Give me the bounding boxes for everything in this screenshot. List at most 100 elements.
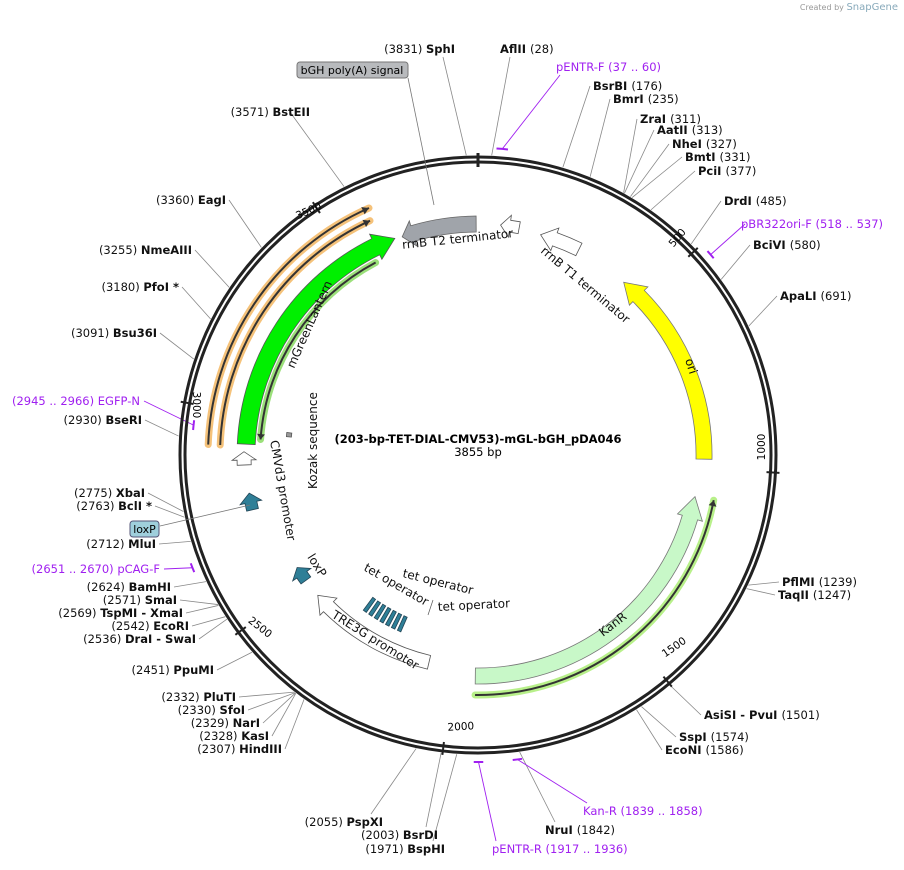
snapgene-credit: Created by SnapGene — [799, 2, 898, 13]
primer-mark — [706, 250, 715, 259]
enzyme-position: (2624) — [87, 580, 129, 594]
enzyme-position: (2003) — [361, 828, 403, 842]
enzyme-name: AflII — [500, 42, 530, 56]
primer-leader-line — [501, 74, 561, 150]
tet-operator-leader — [427, 599, 434, 616]
enzyme-position: (331) — [720, 150, 751, 164]
feature-kozak — [285, 432, 293, 438]
enzyme-leader-line — [442, 56, 467, 156]
enzyme-site-label: AatII (313) — [657, 123, 723, 137]
enzyme-position: (311) — [670, 112, 701, 126]
primer-label: (2651 .. 2670) pCAG-F — [32, 562, 160, 576]
enzyme-name: NheI — [672, 137, 706, 151]
orf-outer-2 — [219, 219, 371, 446]
enzyme-site-label: (2329) NarI — [191, 716, 260, 730]
tick-mark — [312, 201, 321, 214]
enzyme-leader-line — [271, 693, 297, 737]
plasmid-name: (203-bp-TET-DIAL-CMV53)-mGL-bGH_pDA046 — [334, 432, 621, 447]
enzyme-name: BseRI — [105, 413, 142, 427]
enzyme-leader-line — [748, 581, 780, 586]
orf-outer-1-arrowhead — [361, 207, 369, 215]
enzyme-leader-line — [181, 286, 211, 320]
enzyme-site-label: (2330) SfoI — [178, 703, 245, 717]
tet-operator-box — [379, 606, 392, 624]
enzyme-name: PpuMI — [173, 663, 214, 677]
enzyme-leader-line — [144, 419, 179, 437]
enzyme-site-label: AsiSI - PvuI (1501) — [704, 708, 820, 722]
feature-cmvd3 — [230, 451, 258, 466]
enzyme-leader-line — [636, 709, 663, 751]
enzyme-site-label: PciI (377) — [698, 164, 756, 178]
enzyme-leader-line — [194, 249, 230, 288]
enzyme-leader-line — [589, 98, 611, 177]
enzyme-position: (1239) — [819, 575, 857, 589]
enzyme-position: (1842) — [577, 823, 615, 837]
enzyme-name: ApaLI — [780, 289, 821, 303]
enzyme-position: (28) — [530, 42, 554, 56]
enzyme-site-label: (2542) EcoRI — [111, 619, 189, 633]
feature-loxp-2 — [239, 492, 263, 512]
tick-label: 1500 — [660, 635, 689, 660]
enzyme-site-label: EcoNI (1586) — [665, 743, 744, 757]
enzyme-leader-line — [173, 581, 207, 588]
enzyme-name: XbaI — [116, 486, 145, 500]
enzyme-site-label: BmrI (235) — [613, 92, 679, 106]
enzyme-leader-line — [630, 143, 670, 197]
tick-label: 1000 — [756, 434, 768, 461]
enzyme-site-label: TaqII (1247) — [778, 588, 851, 602]
enzyme-leader-line — [159, 332, 195, 360]
primer-label: pBR322ori-F (518 .. 537) — [741, 217, 883, 231]
enzyme-leader-line — [191, 616, 226, 627]
enzyme-name: SfoI — [220, 703, 245, 717]
enzyme-position: (1971) — [365, 842, 407, 856]
tet-operator-box — [373, 603, 387, 621]
enzyme-leader-line — [720, 244, 751, 280]
enzyme-site-label: (3255) NmeAIII — [99, 243, 192, 257]
enzyme-name: NmeAIII — [141, 243, 192, 257]
enzyme-site-label: (2712) MluI — [86, 537, 156, 551]
enzyme-leader-line — [198, 618, 228, 640]
enzyme-position: (2451) — [132, 663, 174, 677]
enzyme-position: (327) — [706, 137, 737, 151]
orf-kanr — [475, 500, 715, 696]
enzyme-name: BstEII — [272, 105, 310, 119]
enzyme-leader-line — [228, 199, 262, 248]
enzyme-site-label: (2328) KasI — [199, 729, 269, 743]
enzyme-leader-line — [631, 156, 683, 198]
orf-kanr-arrowhead — [708, 500, 717, 507]
enzyme-name: DraI - SwaI — [125, 632, 196, 646]
enzyme-position: (2329) — [191, 716, 233, 730]
enzyme-name: TspMI - XmaI — [100, 606, 183, 620]
feature-ori — [623, 281, 713, 460]
enzyme-site-label: (3180) PfoI * — [101, 280, 179, 294]
enzyme-name: Bsu36I — [113, 326, 157, 340]
primer-label: (2945 .. 2966) EGFP-N — [12, 394, 140, 408]
loxp-leader — [159, 504, 251, 527]
enzyme-site-label: (2055) PspXI — [305, 815, 383, 829]
enzyme-name: EcoRI — [153, 619, 189, 633]
enzyme-position: (2775) — [74, 486, 116, 500]
enzyme-leader-line — [491, 56, 511, 156]
enzyme-position: (3831) — [384, 42, 426, 56]
enzyme-leader-line — [289, 111, 345, 187]
tet-operator-box — [384, 609, 397, 627]
orf-mgl-arrowhead — [257, 433, 265, 440]
enzyme-name: SspI — [679, 730, 711, 744]
enzyme-name: SmaI — [145, 593, 177, 607]
enzyme-position: (485) — [756, 194, 787, 208]
enzyme-site-label: (2624) BamHI — [87, 580, 171, 594]
primer-mark — [189, 562, 196, 573]
enzyme-site-label: (3571) BstEII — [231, 105, 310, 119]
primer-mark — [496, 147, 509, 151]
label-cmvd3: CMVd3 promoter — [267, 439, 298, 542]
enzyme-name: BmrI — [613, 92, 648, 106]
enzyme-position: (1247) — [813, 588, 851, 602]
enzyme-leader-line — [284, 699, 305, 750]
enzyme-leader-line — [247, 692, 296, 711]
enzyme-site-label: (3091) Bsu36I — [71, 326, 157, 340]
enzyme-site-label: (2451) PpuMI — [132, 663, 214, 677]
enzyme-leader-line — [238, 691, 295, 698]
tet-operator-box — [362, 596, 377, 613]
enzyme-leader-line — [650, 170, 696, 211]
